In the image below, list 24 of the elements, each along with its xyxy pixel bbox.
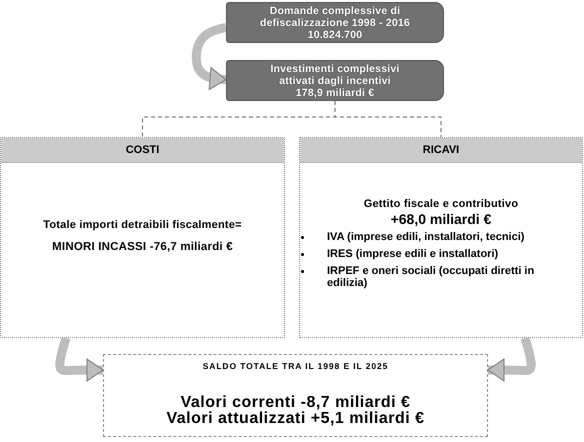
process-box (226, 60, 444, 101)
panel-card (299, 137, 583, 338)
process-box (226, 2, 444, 43)
curved-arrow (192, 23, 228, 90)
list-item-text: IRPEF e oneri sociali (occupati diretti in edilizia) (327, 265, 536, 289)
result-box (103, 354, 488, 437)
box-value: 10.824.700 (308, 28, 362, 40)
panel-header: COSTI (1, 138, 284, 163)
list-item-text: IRES (imprese edili e installatori) (327, 248, 500, 260)
amount-text: MINORI INCASSI -76,7 miliardi € (52, 241, 233, 253)
curved-arrow (55, 336, 104, 382)
panel-text: Totale importi detraibili fiscalmente= (43, 219, 242, 232)
panel-card (0, 137, 285, 338)
result-heading: SALDO TOTALE TRA IL 1998 E IL 2025 (202, 361, 388, 371)
box-title: Investimenti complessivi attivati dagli incentivi (269, 62, 401, 86)
amount-text: +68,0 miliardi € (390, 211, 492, 227)
result-value: Valori attualizzati +5,1 miliardi € (166, 411, 425, 427)
result-value: Valori correnti -8,7 miliardi € (180, 395, 410, 411)
box-value: 178,9 miliardi € (296, 86, 374, 98)
panel-text: Gettito fiscale e contributivo (364, 198, 518, 211)
panel-header: RICAVI (300, 138, 582, 163)
curved-arrow (488, 336, 536, 382)
list-item-text: IVA (imprese edili, installatori, tecnici) (327, 231, 526, 243)
box-title: Domande complessive di defiscalizzazione 1998 - 2016 (259, 4, 411, 28)
